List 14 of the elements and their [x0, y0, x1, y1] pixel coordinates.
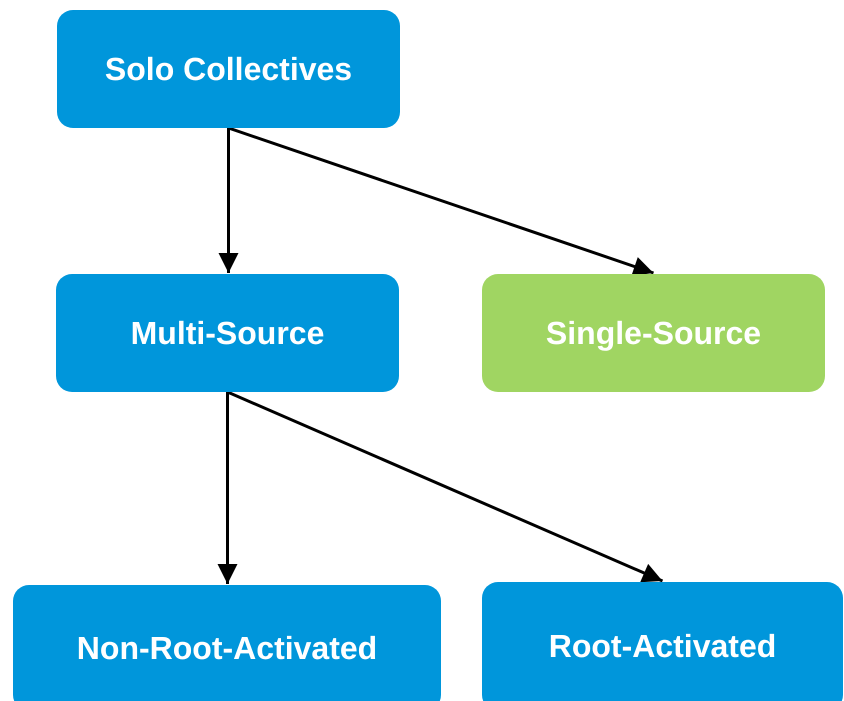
arrow: [218, 392, 238, 584]
arrow: [218, 128, 238, 273]
node-label: Solo Collectives: [104, 50, 352, 88]
process-box: [482, 582, 843, 701]
node-label: Multi-Source: [130, 314, 324, 352]
node-label: Root-Activated: [548, 628, 776, 665]
process-box: [56, 274, 399, 392]
node-label: Non-Root-Activated: [76, 630, 378, 666]
node-label: Single-Source: [546, 314, 762, 352]
arrow: [228, 126, 654, 276]
process-box: [13, 585, 441, 701]
process-box: [57, 10, 400, 128]
process-box: [482, 274, 825, 392]
arrow: [226, 390, 664, 582]
